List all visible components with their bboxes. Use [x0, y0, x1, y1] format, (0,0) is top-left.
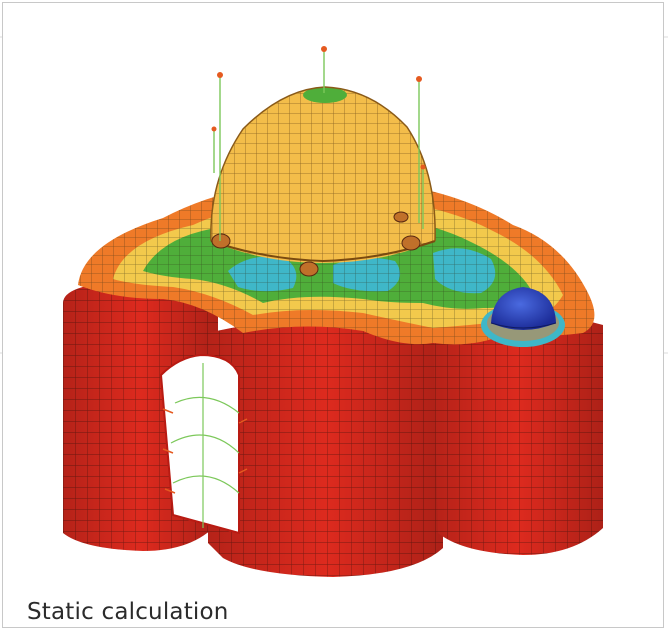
- support-lines: [213, 49, 424, 241]
- central-dome: [210, 86, 436, 263]
- wall-right-cylinder: [433, 313, 603, 555]
- small-blue-dome: [481, 287, 565, 347]
- load-markers: [211, 46, 426, 170]
- dome-piers: [211, 211, 421, 277]
- door-opening: [159, 353, 248, 535]
- wall-center-cylinder: [208, 319, 443, 577]
- fem-model-figure: [63, 46, 603, 577]
- figure-caption: Static calculation: [27, 599, 229, 625]
